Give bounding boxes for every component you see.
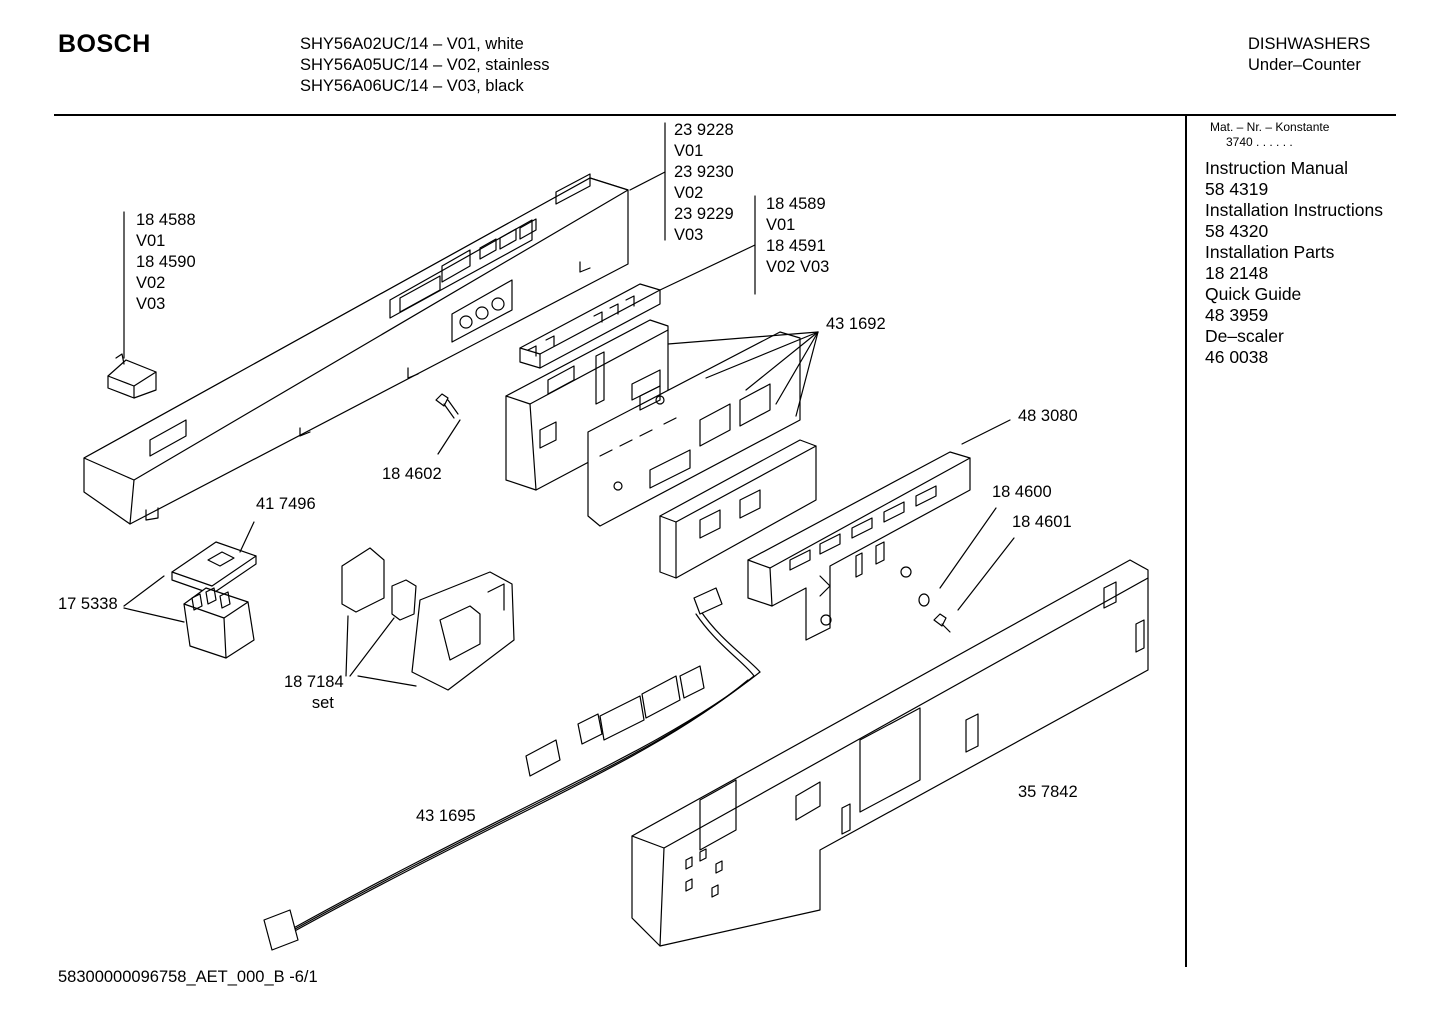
- control-panel-fascia: [84, 174, 628, 524]
- wiring-harness: [264, 588, 760, 950]
- part-label-latch: 18 4588 V01 18 4590 V02 V03: [136, 210, 196, 315]
- part-label-harness: 43 1695: [416, 807, 476, 825]
- doc-number: 18 2148: [1205, 263, 1269, 283]
- category-line: DISHWASHERS: [1248, 35, 1371, 53]
- part-label-screw: 18 4602: [382, 465, 442, 483]
- appliance-category: DISHWASHERS Under–Counter: [1248, 34, 1370, 76]
- part-label-tray: 35 7842: [1018, 783, 1078, 801]
- doc-title: De–scaler: [1205, 326, 1284, 346]
- documents-list: Instruction Manual 58 4319 Installation …: [1205, 158, 1383, 368]
- model-line: SHY56A05UC/14 – V02, stainless: [300, 56, 550, 74]
- doc-number: 48 3959: [1205, 305, 1269, 325]
- part-label-button-strip: 18 4589 V01 18 4591 V02 V03: [766, 194, 829, 278]
- category-line: Under–Counter: [1248, 56, 1361, 74]
- screw-part: [436, 394, 458, 418]
- part-label-ring: 18 4600: [992, 483, 1052, 501]
- model-line: SHY56A06UC/14 – V03, black: [300, 77, 524, 95]
- doc-number: 58 4319: [1205, 179, 1269, 199]
- part-label-switch-cover: 41 7496: [256, 495, 316, 513]
- part-variant: V02: [674, 184, 704, 202]
- part-number: 18 4588: [136, 211, 196, 229]
- material-number-value: 3740 . . . . . .: [1226, 135, 1293, 149]
- module-housing: [506, 320, 668, 490]
- part-number: 23 9230: [674, 163, 734, 181]
- document-id: 58300000096758_AET_000_B -6/1: [58, 968, 318, 986]
- header-divider: [54, 114, 1396, 116]
- part-variant: V01: [136, 232, 166, 250]
- small-screw: [934, 614, 950, 632]
- part-variant: V01: [766, 216, 796, 234]
- model-list: SHY56A02UC/14 – V01, white SHY56A05UC/14…: [300, 34, 549, 97]
- latch-part: [108, 354, 156, 398]
- part-number: 23 9229: [674, 205, 734, 223]
- seal-ring: [919, 594, 929, 606]
- circuit-board: [588, 332, 800, 526]
- part-note: set: [311, 694, 334, 712]
- model-line: SHY56A02UC/14 – V01, white: [300, 35, 524, 53]
- button-strip: [520, 284, 660, 368]
- sidebar-divider: [1185, 116, 1187, 967]
- part-variant: V03: [136, 295, 166, 313]
- brand-logo: BOSCH: [58, 30, 151, 58]
- part-label-cover: 48 3080: [1018, 407, 1078, 425]
- relay-set: [342, 548, 514, 690]
- part-number: 18 7184: [284, 673, 344, 691]
- doc-title: Installation Parts: [1205, 242, 1335, 262]
- doc-title: Instruction Manual: [1205, 158, 1348, 178]
- doc-title: Quick Guide: [1205, 284, 1302, 304]
- part-number: 23 9228: [674, 121, 734, 139]
- part-label-housing: 43 1692: [826, 315, 886, 333]
- part-label-power-switch: 17 5338: [58, 595, 118, 613]
- material-number-label: Mat. – Nr. – Konstante: [1210, 120, 1330, 134]
- switch-cover: [172, 542, 256, 594]
- part-variant: V02 V03: [766, 258, 830, 276]
- panel-cover: [748, 452, 970, 640]
- doc-number: 46 0038: [1205, 347, 1269, 367]
- part-number: 18 4591: [766, 237, 826, 255]
- part-label-small-screw: 18 4601: [1012, 513, 1072, 531]
- part-label-control-panel: 23 9228 V01 23 9230 V02 23 9229 V03: [674, 120, 734, 246]
- power-switch: [184, 588, 254, 658]
- part-number: 18 4590: [136, 253, 196, 271]
- doc-number: 58 4320: [1205, 221, 1269, 241]
- part-label-relay-set: 18 7184 set: [284, 672, 344, 714]
- doc-title: Installation Instructions: [1205, 200, 1384, 220]
- part-variant: V02: [136, 274, 166, 292]
- part-number: 18 4589: [766, 195, 826, 213]
- part-variant: V01: [674, 142, 704, 160]
- mounting-tray: [632, 560, 1148, 946]
- exploded-parts-drawing: [0, 0, 1180, 960]
- leader-lines: [124, 123, 1014, 686]
- retainer-bracket: [660, 440, 816, 578]
- part-variant: V03: [674, 226, 704, 244]
